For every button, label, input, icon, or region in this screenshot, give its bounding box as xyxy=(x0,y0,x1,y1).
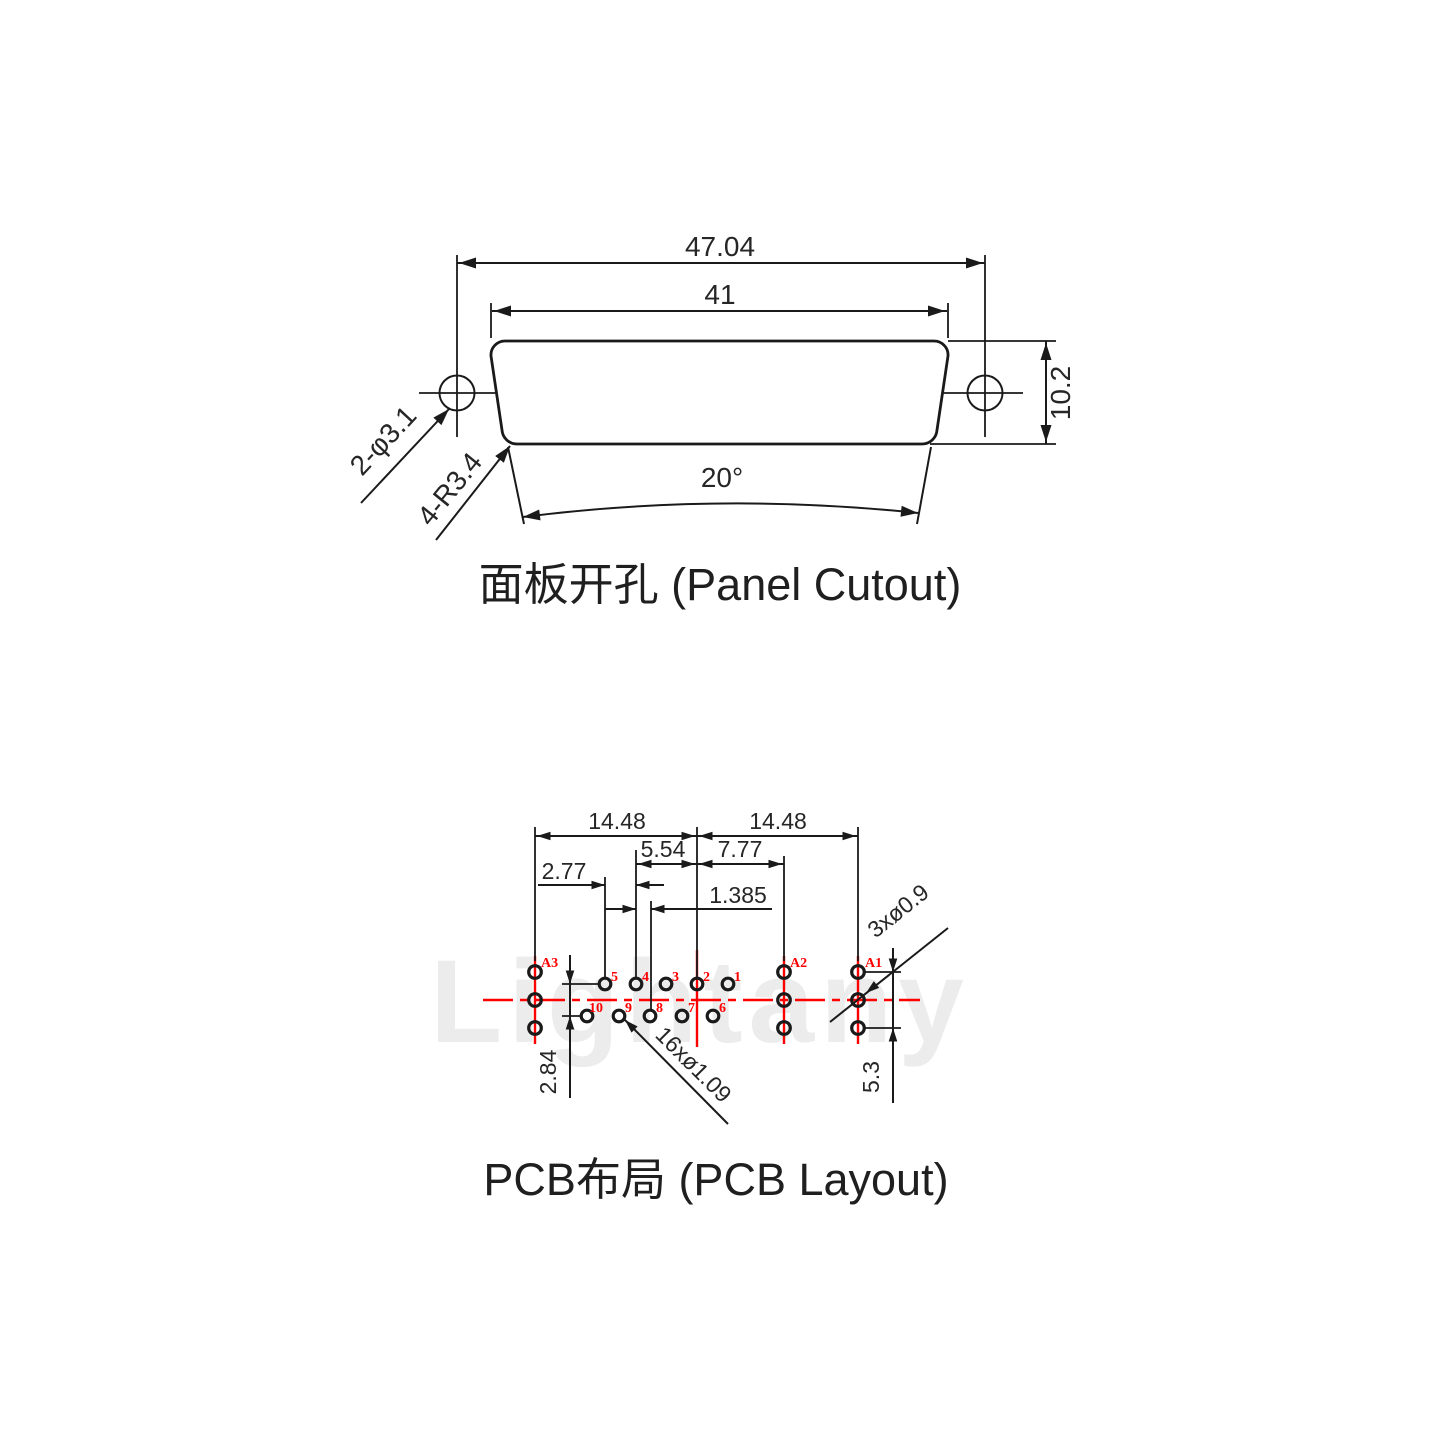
coax-label-a2: A2 xyxy=(790,956,807,971)
panel-cutout-view: 47.04 41 10.2 2 xyxy=(344,231,1076,610)
pin-label: 5 xyxy=(611,970,618,985)
dim-coax-hole-span: 5.3 xyxy=(858,1061,884,1093)
extension-lines xyxy=(534,827,901,1029)
dim-row-spacing: 2.84 xyxy=(535,1049,561,1094)
coax-label-a1: A1 xyxy=(865,956,882,971)
dim-pin-pitch: 2.77 xyxy=(542,858,587,884)
cutout-outline xyxy=(489,339,950,446)
dim-cutout-height: 10.2 xyxy=(1045,366,1076,421)
pin-labels: A3 A2 A1 5 4 3 2 1 10 9 8 7 6 xyxy=(541,956,882,1016)
pin-label: 10 xyxy=(589,1001,603,1016)
pin-label: 9 xyxy=(625,1001,632,1016)
watermark-text: Lightany xyxy=(430,936,970,1068)
pin-label: 3 xyxy=(672,970,679,985)
label-coax-holes: 3xø0.9 xyxy=(862,879,933,943)
pin-label: 4 xyxy=(642,970,649,985)
pin-label: 1 xyxy=(734,970,741,985)
signal-pin-holes xyxy=(579,976,736,1024)
dim-row-offset: 1.385 xyxy=(709,882,767,908)
dim-side-angle: 20° xyxy=(701,462,743,493)
dim-span-right: 14.48 xyxy=(749,808,807,834)
coax-label-a3: A3 xyxy=(541,956,558,971)
pcb-view-title: PCB布局 (PCB Layout) xyxy=(483,1154,948,1205)
pin-label: 7 xyxy=(688,1001,695,1016)
pin-label: 6 xyxy=(719,1001,726,1016)
label-mount-holes: 2-φ3.1 xyxy=(344,400,423,481)
panel-view-title: 面板开孔 (Panel Cutout) xyxy=(479,559,962,610)
pin-label: 2 xyxy=(703,970,710,985)
dim-cutout-width: 41 xyxy=(704,279,735,310)
coax-contact-holes xyxy=(527,964,866,1036)
dim-center-to-pin4: 5.54 xyxy=(641,836,686,862)
mount-hole-right xyxy=(943,374,1023,412)
mount-hole-left xyxy=(419,374,497,412)
pin-label: 8 xyxy=(656,1001,663,1016)
dim-hole-span: 47.04 xyxy=(685,231,755,262)
dim-span-left: 14.48 xyxy=(588,808,646,834)
dim-center-to-a2: 7.77 xyxy=(718,836,763,862)
